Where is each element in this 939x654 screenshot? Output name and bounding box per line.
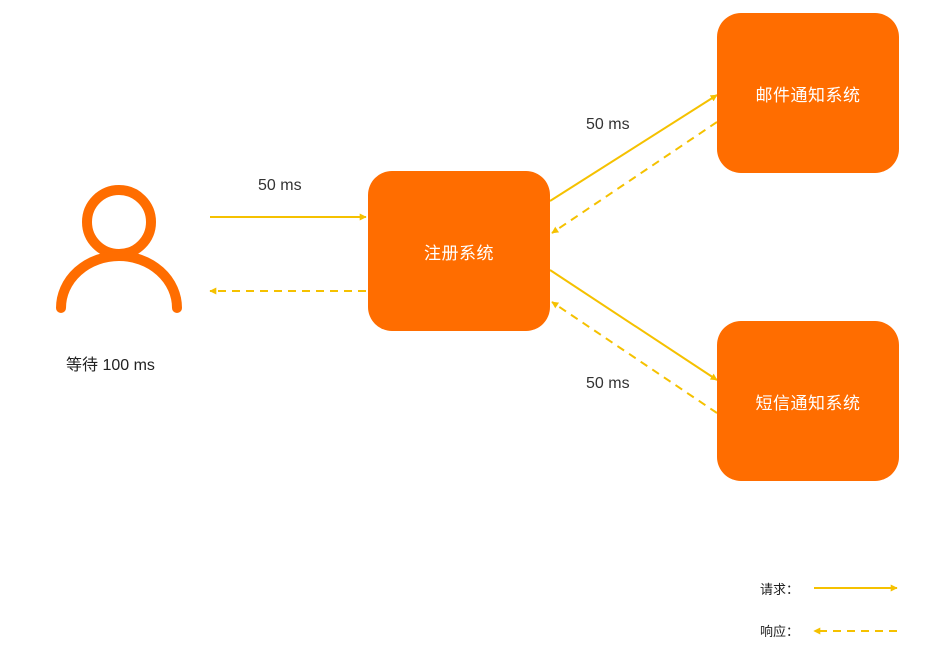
user-icon: [56, 185, 182, 313]
request-arrow-register-to-email: [549, 94, 718, 202]
legend-request-label: 请求：: [760, 583, 800, 598]
latency-label-register-sms: 50 ms: [586, 375, 630, 392]
sms-notification-node: 短信通知系统: [717, 321, 899, 481]
sms-notification-label: 短信通知系统: [755, 393, 861, 414]
response-arrow-sms-to-register: [551, 301, 718, 414]
email-notification-label: 邮件通知系统: [755, 85, 861, 106]
user-wait-label: 等待 100 ms: [66, 357, 155, 374]
latency-label-user-register: 50 ms: [258, 177, 302, 194]
latency-label-register-email: 50 ms: [586, 116, 630, 133]
register-system-node: 注册系统: [368, 171, 550, 331]
response-arrow-email-to-register: [551, 121, 718, 234]
request-arrow-register-to-sms: [549, 269, 718, 381]
email-notification-node: 邮件通知系统: [717, 13, 899, 173]
legend-response-label: 响应：: [760, 625, 800, 640]
register-system-label: 注册系统: [424, 243, 494, 264]
